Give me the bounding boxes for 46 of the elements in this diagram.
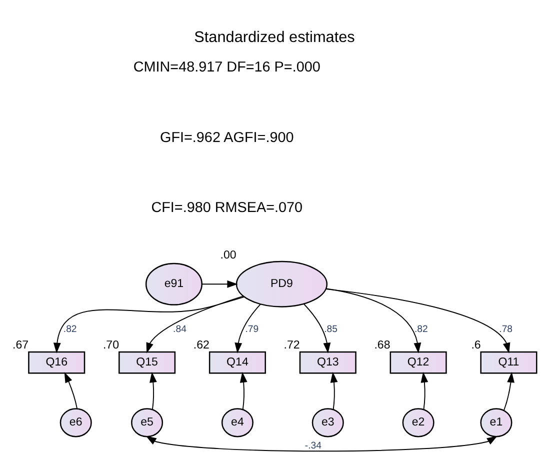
- node-box: Q14: [208, 350, 266, 374]
- arrow: [234, 303, 261, 353]
- node-label: .62: [193, 339, 210, 352]
- node-label: .67: [12, 339, 29, 352]
- arrow: [330, 371, 338, 410]
- node-box: Q11: [480, 350, 538, 374]
- edge-label: .82: [63, 323, 77, 334]
- node-label: .72: [284, 339, 300, 352]
- label: CFI=.980 RMSEA=.070: [151, 199, 303, 216]
- node-label: .6: [471, 339, 481, 352]
- arrow: [64, 372, 78, 409]
- node-box: Q13: [299, 350, 356, 374]
- arrow: [53, 296, 245, 353]
- edge-label: .78: [499, 323, 513, 334]
- label: CMIN=48.917 DF=16 P=.000: [133, 59, 320, 76]
- edge-label: .79: [245, 323, 259, 334]
- node-label: .00: [220, 248, 236, 261]
- arrow: [202, 280, 238, 288]
- arrow: [326, 288, 422, 353]
- edge-label: .85: [324, 323, 338, 334]
- arrow: [146, 295, 244, 353]
- arrow: [420, 371, 428, 410]
- node-label: .70: [102, 339, 119, 352]
- node-box: Q15: [118, 350, 176, 374]
- node-box: Q12: [390, 350, 447, 374]
- node-circle: e5: [131, 408, 164, 437]
- arrow: [304, 303, 331, 353]
- node-circle: e4: [221, 408, 254, 437]
- arrow: [240, 371, 248, 410]
- edge-label: -.34: [304, 440, 322, 451]
- node-ellipse: PD9: [236, 260, 328, 307]
- edge-label: .84: [173, 323, 186, 334]
- diagram-title: Standardized estimates: [194, 28, 355, 46]
- arrow: [150, 371, 157, 410]
- arrow: [326, 288, 510, 353]
- node-circle: e2: [402, 408, 434, 437]
- label: GFI=.962 AGFI=.900: [160, 129, 294, 146]
- node-ellipse: e91: [145, 262, 202, 305]
- node-circle: e3: [312, 408, 344, 437]
- edge-label: .82: [414, 323, 428, 334]
- arrow: [146, 435, 498, 452]
- arrow: [503, 371, 514, 410]
- node-box: Q16: [28, 350, 86, 374]
- node-circle: e6: [60, 408, 92, 437]
- node-circle: e1: [480, 408, 512, 437]
- node-label: .68: [374, 339, 390, 352]
